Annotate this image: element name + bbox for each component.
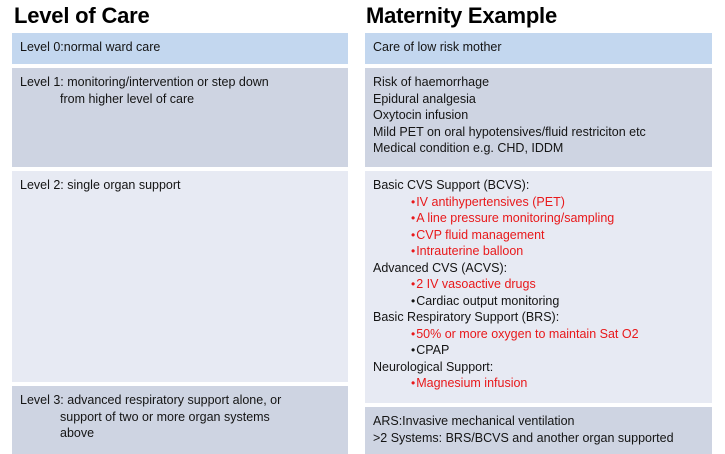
column-title-maternity-example: Maternity Example [366,3,558,28]
cell-text-line-1: Level 3: advanced respiratory support al… [20,393,282,407]
cell-text: Level 0:normal ward care [20,40,161,54]
list-item: IV antihypertensives (PET) [373,194,704,211]
list-item: Magnesium infusion [373,375,704,392]
group-heading-advanced-cvs: Advanced CVS (ACVS): [373,260,508,275]
group-heading-basic-cvs-support: Basic CVS Support (BCVS): [373,178,530,192]
group-heading-basic-respiratory-support: Basic Respiratory Support (BRS): [373,310,560,324]
list-item: Cardiac output monitoring [373,293,704,310]
cell-text: Care of low risk mother [373,40,502,54]
cell-text-line-2: from higher level of care [60,91,195,106]
list-item: CVP fluid management [373,227,704,244]
cell-level-0-care: Level 0:normal ward care [12,33,348,64]
group-heading-neurological-support: Neurological Support: [373,359,494,374]
cell-level-2-maternity: Basic CVS Support (BCVS): IV antihyperte… [365,171,712,403]
cell-level-2-care: Level 2: single organ support [12,171,348,382]
list-item: 2 IV vasoactive drugs [373,276,704,293]
cell-level-3-care: Level 3: advanced respiratory support al… [12,386,348,454]
cell-text-line-3: above [60,426,95,440]
cell-text: Level 2: single organ support [20,178,181,192]
cell-text-line-3: Oxytocin infusion [373,108,469,122]
cell-level-1-care: Level 1: monitoring/intervention or step… [12,68,348,167]
list-item: A line pressure monitoring/sampling [373,210,704,227]
cell-level-0-maternity: Care of low risk mother [365,33,712,64]
cell-level-1-maternity: Risk of haemorrhage Epidural analgesia O… [365,68,712,167]
cell-text-line-5: Medical condition e.g. CHD, IDDM [373,141,564,155]
cell-text-line-2: support of two or more organ systems [60,409,270,424]
list-item: 50% or more oxygen to maintain Sat O2 [373,326,704,343]
cell-text-line-1: Risk of haemorrhage [373,75,490,89]
list-item: Intrauterine balloon [373,243,704,260]
column-title-level-of-care: Level of Care [14,3,150,28]
cell-text-line-4: Mild PET on oral hypotensives/fluid rest… [373,124,646,139]
cell-text-line-1: Level 1: monitoring/intervention or step… [20,75,269,89]
cell-level-3-maternity: ARS:Invasive mechanical ventilation >2 S… [365,407,712,454]
cell-text-line-1: ARS:Invasive mechanical ventilation [373,414,575,428]
list-item: CPAP [373,342,704,359]
cell-text-line-2: Epidural analgesia [373,91,476,106]
cell-text-line-2: >2 Systems: BRS/BCVS and another organ s… [373,430,674,445]
